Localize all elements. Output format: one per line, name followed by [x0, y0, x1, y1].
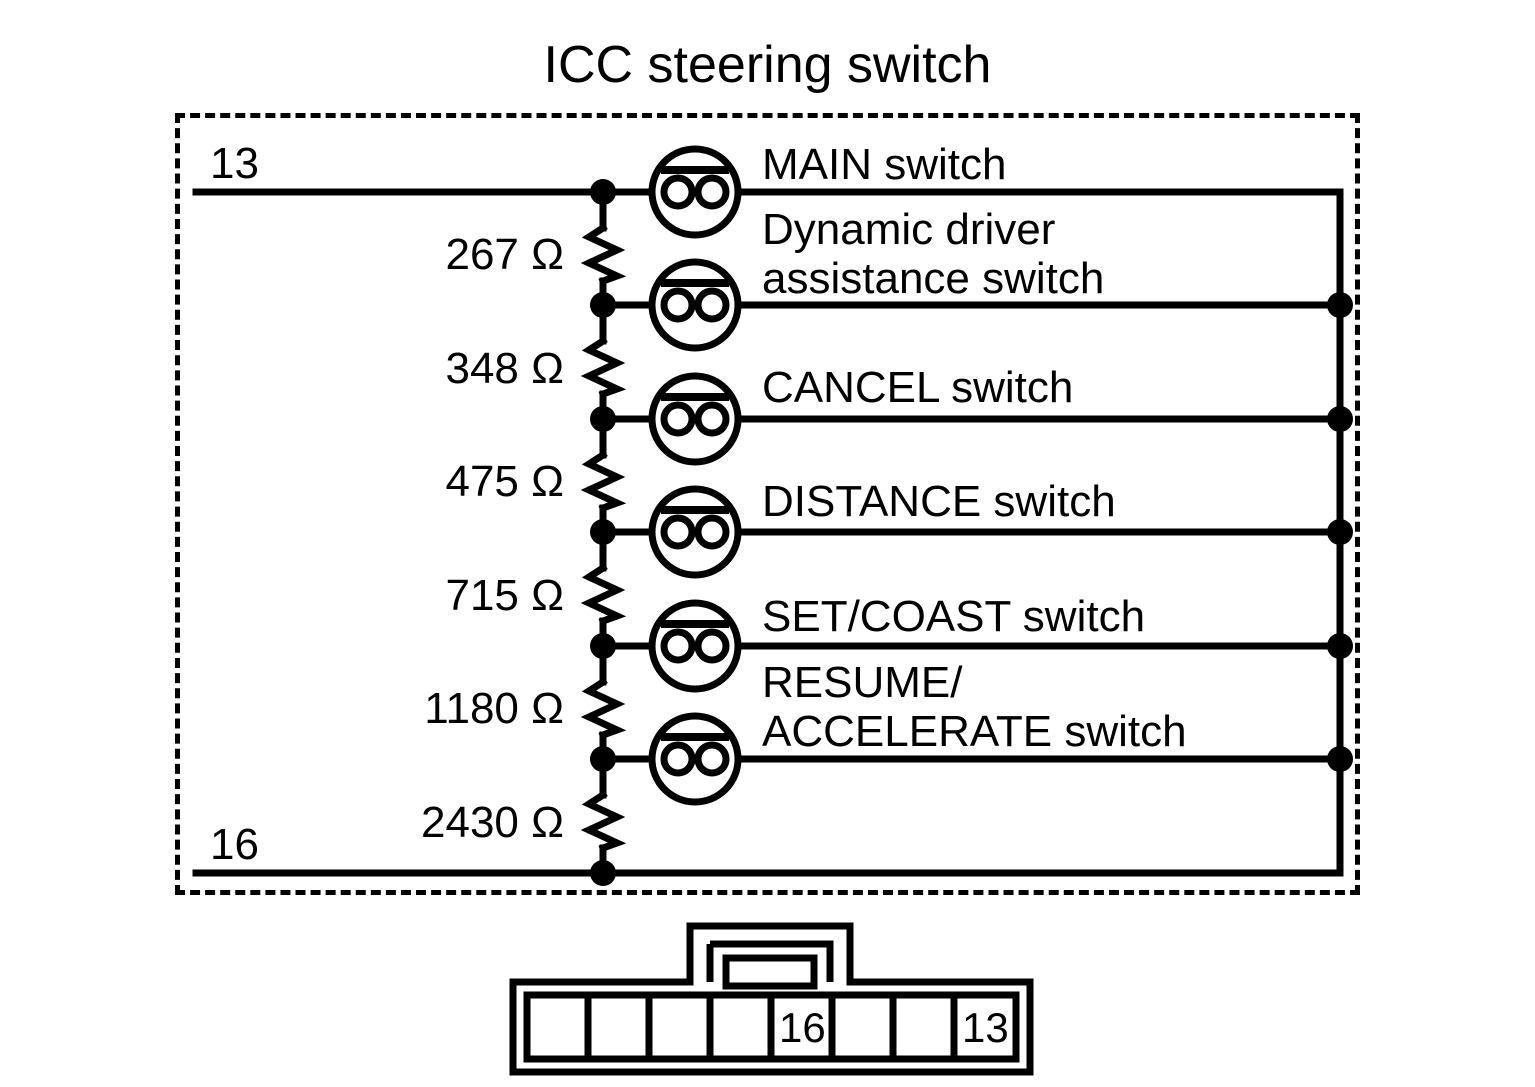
resistor-label-6: 2430 Ω — [421, 798, 564, 847]
resistor-2430-symbol — [580, 790, 627, 853]
terminal-label-bottom: 16 — [210, 820, 259, 869]
resistor-label-3: 475 Ω — [445, 457, 564, 506]
connector-cell-13: 13 — [962, 1004, 1009, 1051]
switch-symbol-setcoast — [648, 599, 742, 693]
page-title: ICC steering switch — [543, 36, 992, 94]
switch-symbol-resume — [648, 712, 742, 806]
connector-tab-inner — [710, 940, 834, 982]
junction-dot-node-5 — [590, 633, 616, 659]
junction-dot-node-2 — [590, 292, 616, 318]
switch-symbol-distance — [648, 485, 742, 579]
resistor-715-symbol — [580, 563, 627, 626]
junction-dot-bus-cancel — [1327, 406, 1353, 432]
switch-symbol-dynamic — [648, 258, 742, 352]
junction-dot-bus-setcoast — [1327, 633, 1353, 659]
switch-label-setcoast: SET/COAST switch — [762, 592, 1146, 641]
resistor-267-symbol — [580, 223, 627, 286]
terminal-label-top: 13 — [210, 139, 259, 188]
switch-label-cancel: CANCEL switch — [762, 363, 1074, 412]
resistor-label-4: 715 Ω — [445, 571, 564, 620]
resistor-348-symbol — [580, 336, 627, 399]
junction-dot-node-4 — [590, 519, 616, 545]
switch-label-main: MAIN switch — [762, 140, 1007, 189]
connector-cell-16: 16 — [779, 1004, 826, 1051]
switch-label-dynamic-line1: Dynamic driver — [762, 205, 1056, 254]
junction-dot-bus-dynamic — [1327, 292, 1353, 318]
junction-dot-node-7 — [590, 860, 616, 886]
junction-dot-node-1 — [590, 179, 616, 205]
junction-dot-bus-resume — [1327, 746, 1353, 772]
component-boundary-dashed-box — [175, 113, 1360, 895]
resistor-475-symbol — [580, 450, 627, 513]
switch-label-distance: DISTANCE switch — [762, 477, 1116, 526]
switch-label-dynamic-line2: assistance switch — [762, 254, 1105, 303]
resistor-label-5: 1180 Ω — [424, 684, 564, 733]
junction-dot-node-3 — [590, 406, 616, 432]
connector-housing — [509, 922, 1034, 1076]
switch-label-resume-line2: ACCELERATE switch — [762, 707, 1187, 756]
resistor-label-2: 348 Ω — [445, 344, 564, 393]
connector-tab-slot — [722, 954, 818, 990]
resistor-label-1: 267 Ω — [445, 230, 564, 279]
junction-dot-node-6 — [590, 746, 616, 772]
switch-label-resume-line1: RESUME/ — [762, 658, 963, 707]
switch-symbol-main — [648, 145, 742, 239]
junction-dot-bus-distance — [1327, 519, 1353, 545]
switch-symbol-cancel — [648, 372, 742, 466]
resistor-1180-symbol — [580, 677, 627, 740]
connector-outline — [509, 922, 1034, 1076]
